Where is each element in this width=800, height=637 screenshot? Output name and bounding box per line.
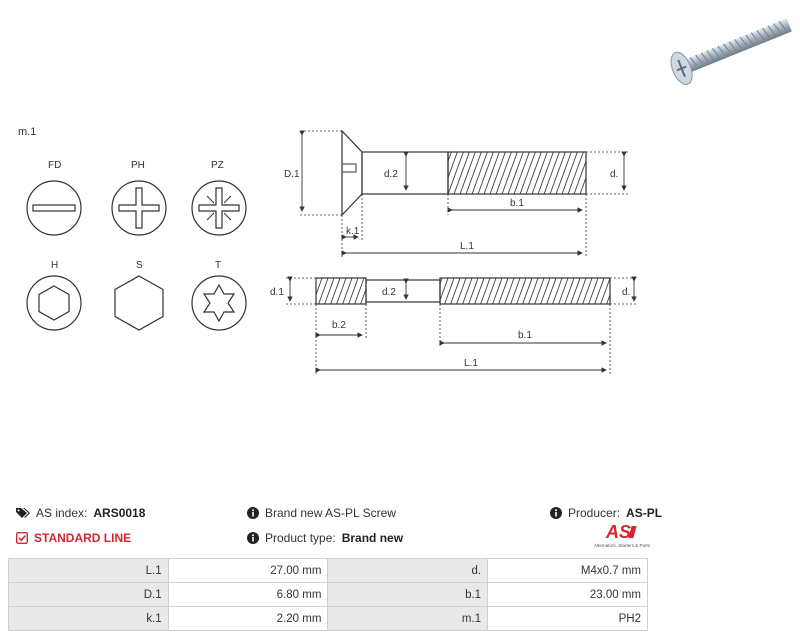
torx-star-icon bbox=[191, 275, 247, 331]
as-pl-logo: AS Alternators, Starters & Parts bbox=[584, 523, 650, 551]
spec-key: m.1 bbox=[327, 606, 489, 631]
info-circle-icon bbox=[247, 532, 259, 544]
dim-stud-d2: d.2 bbox=[382, 287, 396, 298]
info-circle-icon bbox=[247, 507, 259, 519]
logo-tagline: Alternators, Starters & Parts bbox=[593, 543, 650, 548]
product-photo bbox=[670, 18, 792, 85]
table-row: D.1 6.80 mm b.1 23.00 mm bbox=[8, 582, 648, 607]
hexagon-head-icon bbox=[114, 275, 164, 331]
spec-value: 6.80 mm bbox=[167, 582, 329, 607]
producer-row: Producer: AS-PL bbox=[550, 506, 662, 520]
dim-stud-L1: L.1 bbox=[464, 358, 478, 369]
hex-socket-icon bbox=[26, 275, 82, 331]
head-label-fd: FD bbox=[48, 160, 62, 171]
description-row: Brand new AS-PL Screw bbox=[247, 506, 396, 520]
description-text: Brand new AS-PL Screw bbox=[265, 506, 396, 520]
flat-slot-icon bbox=[26, 180, 82, 236]
product-type-label: Product type: bbox=[265, 531, 336, 545]
dim-D1: D.1 bbox=[284, 169, 300, 180]
logo-text: AS bbox=[606, 522, 632, 542]
dim-b1: b.1 bbox=[510, 198, 524, 209]
spec-table: L.1 27.00 mm d. M4x0.7 mm D.1 6.80 mm b.… bbox=[8, 558, 648, 631]
as-index-label: AS index: bbox=[36, 506, 88, 520]
dim-stud-d1: d.1 bbox=[270, 287, 284, 298]
spec-value: PH2 bbox=[487, 606, 648, 631]
info-circle-icon bbox=[550, 507, 562, 519]
check-square-icon bbox=[16, 532, 28, 544]
table-row: k.1 2.20 mm m.1 PH2 bbox=[8, 606, 648, 631]
spec-value: 2.20 mm bbox=[167, 606, 329, 631]
producer-label: Producer: bbox=[568, 506, 621, 520]
spec-value: 27.00 mm bbox=[167, 558, 329, 583]
head-label-pz: PZ bbox=[211, 160, 224, 171]
dim-stud-b2: b.2 bbox=[332, 320, 346, 331]
standard-line-row: STANDARD LINE bbox=[16, 531, 131, 545]
table-row: L.1 27.00 mm d. M4x0.7 mm bbox=[8, 558, 648, 583]
dim-stud-d: d. bbox=[622, 287, 630, 298]
dim-L1: L.1 bbox=[460, 241, 474, 252]
spec-key: b.1 bbox=[327, 582, 489, 607]
spec-value: M4x0.7 mm bbox=[487, 558, 648, 583]
as-index-value: ARS0018 bbox=[93, 506, 146, 520]
spec-value: 23.00 mm bbox=[487, 582, 648, 607]
spec-key: D.1 bbox=[8, 582, 169, 607]
spec-key: k.1 bbox=[8, 606, 169, 631]
tags-icon bbox=[16, 508, 30, 518]
head-label-ph: PH bbox=[131, 160, 145, 171]
dim-k1: k.1 bbox=[346, 226, 360, 237]
dim-stud-b1: b.1 bbox=[518, 330, 532, 341]
spec-key: L.1 bbox=[8, 558, 169, 583]
head-label-t: T bbox=[215, 260, 222, 271]
phillips-cross-icon bbox=[111, 180, 167, 236]
dim-d: d. bbox=[610, 169, 618, 180]
stud-drawing: d.1 d.2 d. b.2 b.1 L.1 bbox=[270, 276, 638, 374]
spec-key: d. bbox=[327, 558, 489, 583]
section-label-m1: m.1 bbox=[18, 126, 37, 138]
product-type-value: Brand new bbox=[341, 531, 404, 545]
as-index-row: AS index: ARS0018 bbox=[16, 506, 145, 520]
product-type-row: Product type: Brand new bbox=[247, 531, 403, 545]
head-label-s: S bbox=[136, 260, 143, 271]
producer-value: AS-PL bbox=[626, 506, 663, 520]
standard-line-label: STANDARD LINE bbox=[34, 531, 132, 545]
screw-drawing: D.1 d.2 d. b.1 k.1 L.1 bbox=[284, 129, 628, 258]
dim-d2: d.2 bbox=[384, 169, 398, 180]
head-label-h: H bbox=[51, 260, 59, 271]
pozidriv-cross-icon bbox=[191, 180, 247, 236]
